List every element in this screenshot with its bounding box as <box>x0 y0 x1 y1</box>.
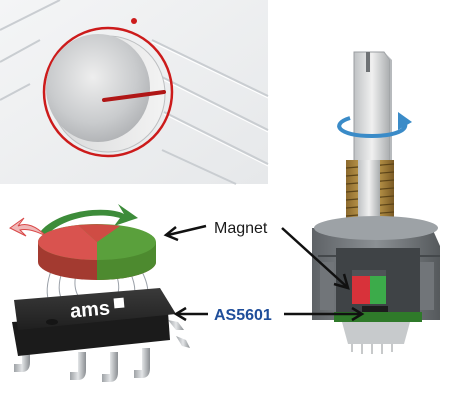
knob-assembly-cutaway <box>312 51 440 354</box>
chip-logo-mark <box>113 297 125 309</box>
curved-arrow-icon <box>40 204 138 236</box>
knob-face[interactable] <box>46 34 150 142</box>
sensor-label-group: AS5601 <box>173 306 365 324</box>
sensor-label: AS5601 <box>214 307 272 324</box>
magnet-label: Magnet <box>214 220 268 237</box>
magnet-chip-illustration: ams <box>9 204 190 382</box>
magnet-label-group: Magnet <box>163 220 350 290</box>
knob-red-ring <box>42 26 174 158</box>
housing-magnet <box>352 270 386 304</box>
chip-pins <box>14 320 190 382</box>
chip-logo: ams <box>69 297 111 322</box>
arrow-icon <box>163 224 350 290</box>
panel-grooves <box>0 0 269 185</box>
knob-pointer <box>102 90 166 102</box>
knob-indicator-dot <box>131 18 137 24</box>
magnet-disc <box>38 224 156 280</box>
chip-body <box>12 288 176 356</box>
rotate-arrow-icon <box>337 116 408 139</box>
knob-panel <box>0 0 269 185</box>
arrow-icon <box>173 306 365 322</box>
